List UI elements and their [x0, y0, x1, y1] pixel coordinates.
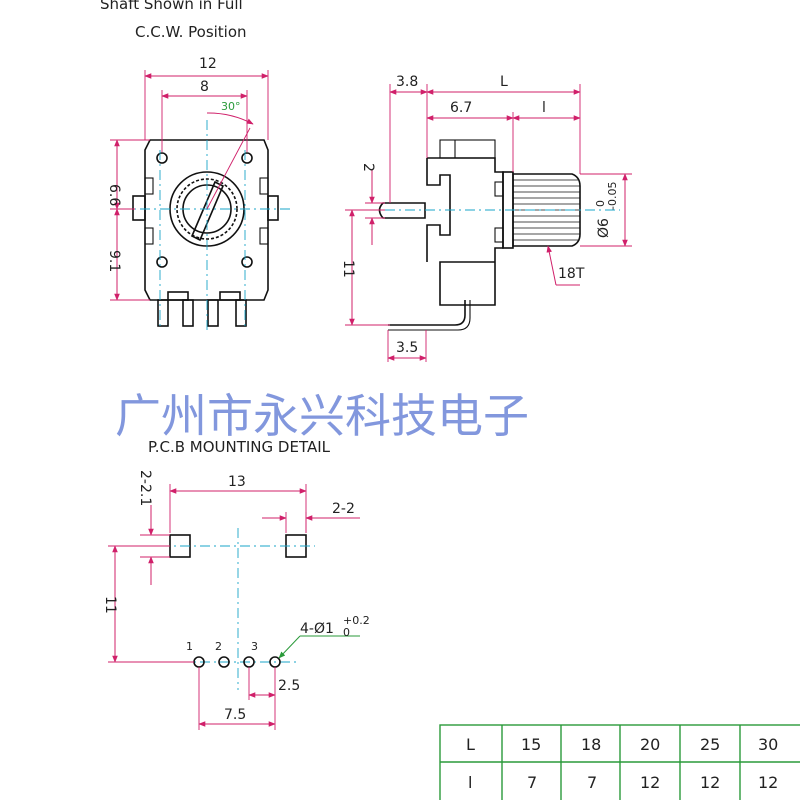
table-label-L: L: [466, 735, 475, 754]
dim-lower-height: 9.1: [106, 250, 122, 272]
pcb-detail: 1 2 3 13 2-2.1 2-2 11 4-Ø1 +0.2 0: [102, 470, 370, 730]
mount-hole-tl: [156, 152, 168, 164]
notch-right-upper: [259, 177, 269, 195]
pin-label-2: 2: [215, 640, 222, 653]
pcb-dim-right-pad: 2-2: [332, 501, 355, 517]
mount-hole-br: [241, 256, 253, 268]
table-L-15: 15: [521, 735, 541, 754]
pcb-dim-vertical: 11: [102, 596, 118, 614]
notch-left-lower: [144, 227, 154, 245]
dim-inner-width: 8: [200, 79, 209, 95]
pcb-dim-left-pad: 2-2.1: [137, 470, 153, 506]
pcb-dim-pitch-total: 7.5: [224, 707, 246, 723]
side-body: [427, 157, 504, 306]
pcb-dim-pitch: 2.5: [278, 678, 300, 694]
table-L-30: 30: [758, 735, 778, 754]
side-notch-2: [494, 227, 504, 243]
pin-label-3: 3: [251, 640, 258, 653]
table-L-18: 18: [581, 735, 601, 754]
dim-shaft: l: [542, 100, 546, 116]
left-tab: [132, 195, 146, 221]
side-view: 3.8 L 6.7 l 2 11 3.5 Ø6 0 -0.05: [340, 74, 632, 362]
side-pin-stub: [378, 202, 426, 219]
pin-3: [207, 299, 219, 327]
pin-4: [235, 299, 247, 327]
dim-body: 6.7: [450, 100, 472, 116]
front-body-outline: [144, 139, 269, 301]
pcb-title: P.C.B MOUNTING DETAIL: [148, 438, 331, 456]
dim-pin: 2: [360, 163, 376, 172]
dim-angle: 30°: [221, 100, 241, 113]
side-notch-1: [494, 181, 504, 197]
right-tab: [267, 195, 279, 221]
side-body-steps: [426, 158, 451, 262]
pin-label-1: 1: [186, 640, 193, 653]
pcb-hole-2: [218, 656, 230, 668]
table-l-12c: 12: [758, 773, 778, 792]
dim-upper-height: 6.6: [106, 184, 122, 206]
shaft-caption: Shaft Shown in Full: [100, 0, 243, 13]
dim-shaft-tol-upper: 0: [594, 200, 607, 207]
position-caption: C.C.W. Position: [135, 23, 247, 41]
base-foot-left: [167, 291, 189, 301]
table-l-7a: 7: [527, 773, 537, 792]
base-foot-right: [219, 291, 241, 301]
dim-shaft-tol-lower: -0.05: [606, 182, 619, 210]
table-l-12a: 12: [640, 773, 660, 792]
dim-total-length: L: [500, 74, 508, 90]
dim-height: 11: [340, 260, 356, 278]
side-top-housing: [439, 139, 496, 159]
knurl-ring: [176, 178, 238, 240]
table-L-20: 20: [640, 735, 660, 754]
notch-left-upper: [144, 177, 154, 195]
table-L-25: 25: [700, 735, 720, 754]
notch-right-lower: [259, 227, 269, 245]
pcb-dim-holes: 4-Ø1: [300, 621, 334, 637]
pcb-dim-holes-tol-lower: 0: [343, 626, 350, 639]
watermark-text: 广州市永兴科技电子: [115, 389, 529, 443]
dim-bottom: 3.5: [396, 340, 418, 356]
dim-width: 12: [199, 56, 217, 72]
knurl-label: 18T: [558, 266, 585, 282]
table-label-l: l: [468, 773, 472, 792]
table-l-7b: 7: [587, 773, 597, 792]
pin-1: [157, 299, 169, 327]
pcb-dim-holes-tol-upper: +0.2: [343, 614, 370, 627]
front-view: 12 8 30° 6.6 9.1: [106, 56, 290, 330]
mount-hole-bl: [156, 256, 168, 268]
pin-2: [182, 299, 194, 327]
size-table: L 15 18 20 25 30 l 7 7 12 12 12: [439, 724, 800, 800]
dim-shaft-dia: Ø6: [596, 218, 612, 238]
table-l-12b: 12: [700, 773, 720, 792]
mount-hole-tr: [241, 152, 253, 164]
pcb-dim-span: 13: [228, 474, 246, 490]
dim-offset: 3.8: [396, 74, 418, 90]
side-terminal: [388, 300, 466, 326]
